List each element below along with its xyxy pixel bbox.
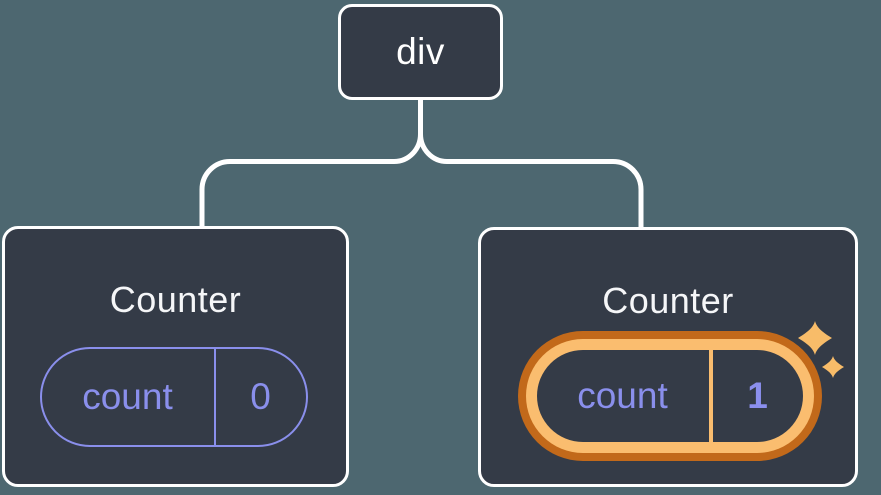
state-value-label: 1 — [747, 374, 768, 416]
state-value-segment: 0 — [216, 349, 306, 445]
state-key-label: count — [82, 375, 173, 417]
root-node-div: div — [338, 4, 503, 100]
state-pill-highlighted: count 1 — [517, 330, 822, 461]
highlight-ring: count 1 — [525, 338, 814, 453]
pill-divider — [213, 348, 216, 445]
root-node-label: div — [396, 31, 445, 72]
state-key-segment: count — [537, 350, 709, 442]
counter-title: Counter — [602, 280, 734, 321]
pill-divider — [708, 349, 713, 442]
state-value-label: 0 — [250, 375, 271, 417]
state-value-segment: 1 — [713, 350, 803, 442]
state-pill-core: count 1 — [536, 349, 803, 442]
state-key-label: count — [577, 374, 668, 416]
counter-title: Counter — [109, 279, 242, 320]
sparkle-icon — [797, 320, 844, 378]
counter-node-left: Counter count 0 — [2, 226, 349, 487]
state-key-segment: count — [42, 349, 214, 445]
counter-node-right: Counter count 1 — [478, 227, 858, 487]
state-pill: count 0 — [39, 346, 308, 447]
